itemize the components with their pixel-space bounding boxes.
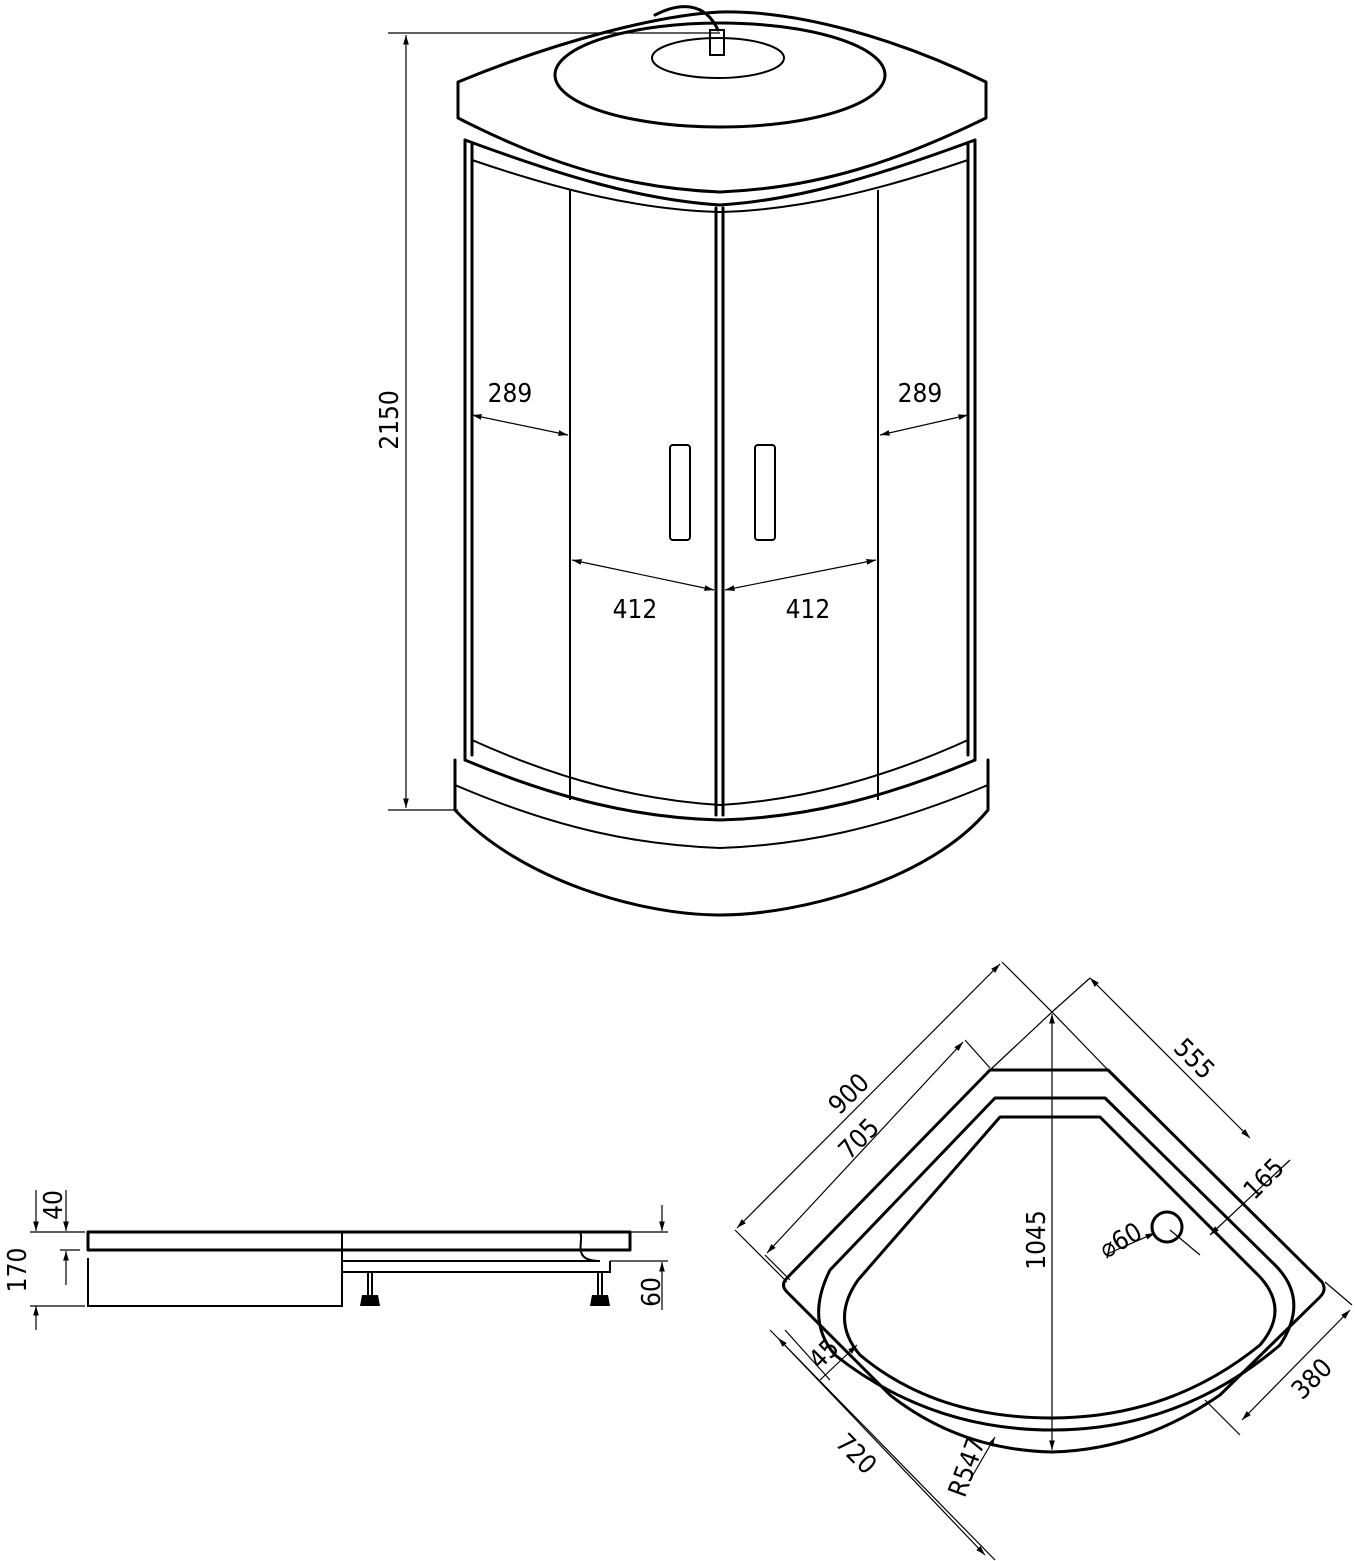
- dim-front-depth: 380: [1286, 1353, 1339, 1406]
- dim-border: 45: [803, 1333, 845, 1375]
- shower-hose: [653, 5, 720, 32]
- door-handle-left: [669, 444, 691, 541]
- door-handle-right: [754, 444, 776, 541]
- dim-legs: 60: [637, 1277, 667, 1307]
- dim-diagonal: 1045: [1022, 1210, 1052, 1270]
- dim-door-right: 412: [786, 595, 831, 625]
- tray-plan-view: 900 705 555 165 1045 ⌀60 45 720 R547 380: [734, 961, 1353, 1561]
- shower-head-icon: [709, 29, 725, 56]
- dim-side-right: 289: [898, 379, 943, 409]
- shower-cabin-front-view: 2150 289 289 412 412: [375, 5, 990, 917]
- dim-inner-side: 705: [833, 1113, 886, 1166]
- dim-height: 2150: [375, 390, 405, 450]
- canopy-disc: [553, 21, 887, 129]
- dim-total-height: 170: [3, 1248, 33, 1293]
- drain-hole: [1150, 1210, 1184, 1244]
- tray-side-view: 40 170 60: [3, 1190, 668, 1330]
- dim-drain-edge: 165: [1238, 1153, 1291, 1206]
- dim-drain-offset: 555: [1167, 1033, 1220, 1086]
- dim-drain-diameter: ⌀60: [1095, 1217, 1148, 1265]
- dim-side-left: 289: [488, 379, 533, 409]
- dim-door-left: 412: [613, 595, 658, 625]
- dim-rim: 40: [39, 1190, 69, 1220]
- dim-radius: R547: [943, 1434, 992, 1501]
- dim-side: 900: [823, 1068, 876, 1121]
